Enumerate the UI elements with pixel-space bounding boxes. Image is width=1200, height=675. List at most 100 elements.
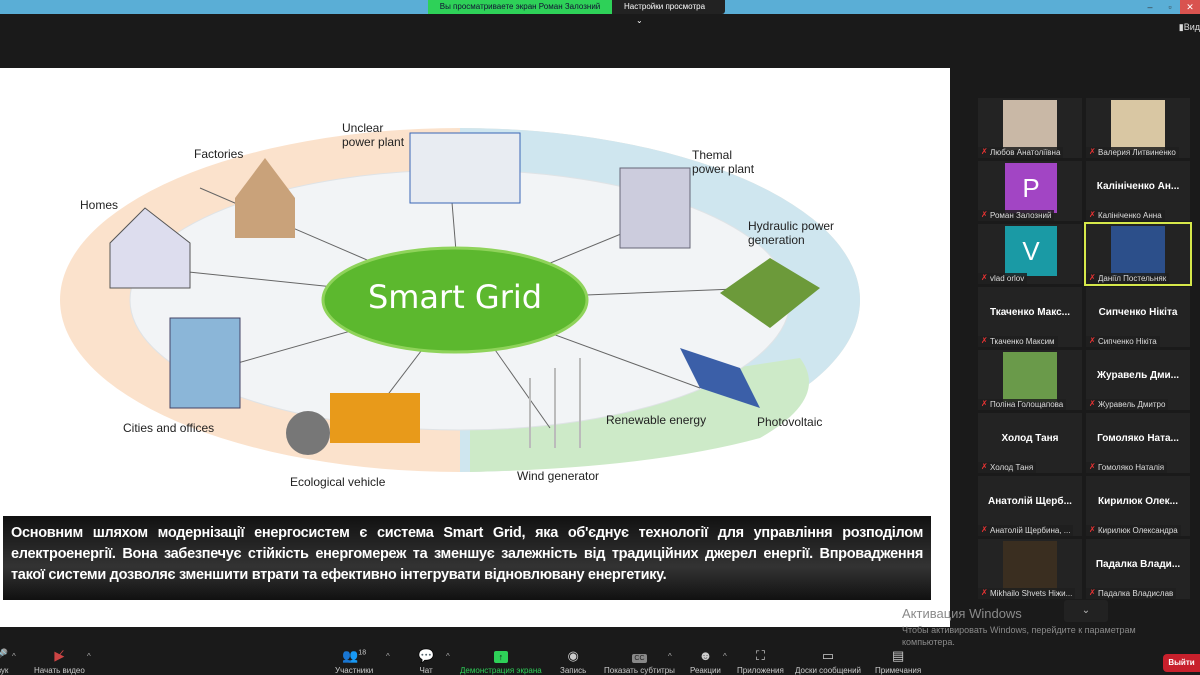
whiteboards-button[interactable]: ▭ Доски сообщений — [795, 648, 861, 675]
participant-display-name: Гомоляко Ната... — [1097, 433, 1179, 444]
muted-mic-icon: ✗ — [1089, 525, 1096, 534]
participant-tile[interactable]: Поліна Голощапова✗ — [978, 350, 1082, 410]
apps-label: Приложения — [737, 666, 784, 675]
participant-display-name: Анатолій Щерб... — [988, 496, 1072, 507]
muted-mic-icon: ✗ — [981, 525, 988, 534]
label-nuclear: Unclear power plant — [342, 121, 405, 149]
thermal-plant-illustration — [619, 167, 691, 249]
participant-tile[interactable]: Журавель Дми... Журавель Дмитро✗ — [1086, 350, 1190, 410]
muted-mic-icon: ✗ — [981, 147, 988, 156]
participant-tile[interactable]: Валерия Литвиненко✗ — [1086, 98, 1190, 158]
reactions-options-caret[interactable]: ^ — [723, 652, 727, 661]
captions-options-caret[interactable]: ^ — [668, 652, 672, 661]
participant-tile[interactable]: Калініченко Ан...Калініченко Анна✗ — [1086, 161, 1190, 221]
captions-label: Показать субтитры — [604, 666, 675, 675]
participant-video — [1003, 541, 1057, 591]
whiteboard-icon: ▭ — [821, 648, 835, 663]
participant-name: Анатолій Щербина, ... — [978, 525, 1074, 536]
chevron-down-icon: ⌄ — [636, 16, 643, 25]
record-label: Запись — [560, 666, 587, 675]
slide-caption: Основним шляхом модернізації енергосисте… — [3, 516, 931, 600]
video-off-icon: ▶̸ — [54, 648, 65, 663]
participants-icon: 👥18 — [342, 648, 367, 663]
video-options-caret[interactable]: ^ — [87, 652, 91, 661]
participant-name: Кирилюк Олександра — [1086, 525, 1181, 536]
participant-tile[interactable]: Падалка Влади...Падалка Владислав✗ — [1086, 539, 1190, 599]
shared-screen-slide: Smart Grid Homes Factories Unclear power… — [0, 68, 950, 627]
chat-button[interactable]: 💬Чат — [418, 648, 434, 675]
start-video-button[interactable]: ▶̸Начать видео — [34, 648, 85, 675]
gear-illustration — [286, 411, 330, 455]
participant-tile[interactable]: Даніїл Постельняк✗ — [1084, 222, 1192, 286]
minimize-button[interactable]: – — [1147, 2, 1153, 12]
participant-display-name: Кирилюк Олек... — [1098, 496, 1178, 507]
apps-button[interactable]: ⛶ Приложения — [737, 648, 784, 675]
participant-tile[interactable]: Mikhailo Shvets Ніжи...✗ — [978, 539, 1082, 599]
label-ecological: Ecological vehicle — [290, 475, 386, 489]
maximize-button[interactable]: ▫ — [1168, 2, 1172, 12]
participant-video — [1111, 226, 1165, 276]
reactions-button[interactable]: ☻Реакции — [690, 648, 721, 675]
participant-display-name: Холод Таня — [1001, 433, 1059, 444]
notes-label: Примечания — [875, 666, 922, 675]
participants-options-caret[interactable]: ^ — [386, 652, 390, 661]
participant-display-name: Ткаченко Макс... — [990, 307, 1070, 318]
participant-name: Журавель Дмитро — [1086, 399, 1169, 410]
participant-name: Сипченко Нікіта — [1086, 336, 1160, 347]
participant-tile[interactable]: Кирилюк Олек... Кирилюк Олександра✗ — [1086, 476, 1190, 536]
muted-mic-icon: ✗ — [1089, 399, 1096, 408]
avatar: V — [1005, 226, 1057, 276]
participant-display-name: Сипченко Нікіта — [1098, 307, 1178, 318]
participant-video — [1003, 100, 1057, 150]
leave-button[interactable]: Выйти — [1163, 654, 1200, 672]
view-settings-button[interactable]: Настройки просмотра ⌄ — [612, 0, 725, 25]
notes-button[interactable]: ▤Примечания — [875, 648, 921, 675]
record-button[interactable]: ◉Запись — [560, 648, 586, 675]
participant-display-name: Падалка Влади... — [1095, 559, 1181, 570]
participant-name: Ткаченко Максим — [978, 336, 1058, 347]
participant-name: Падалка Владислав — [1086, 588, 1177, 599]
muted-mic-icon: ✗ — [981, 273, 988, 282]
apps-icon: ⛶ — [755, 648, 765, 663]
muted-mic-icon: ✗ — [1089, 273, 1096, 282]
muted-mic-icon: ✗ — [981, 588, 988, 597]
participant-name: Даніїл Постельняк — [1086, 273, 1170, 284]
truck-illustration — [330, 393, 420, 443]
close-button[interactable]: ✕ — [1180, 0, 1200, 14]
office-illustration — [169, 317, 241, 409]
hydraulic-illustration — [720, 258, 820, 328]
view-button[interactable]: ▮Вид — [1179, 22, 1200, 33]
factory-illustration — [235, 158, 295, 238]
home-illustration — [109, 207, 191, 289]
audio-button[interactable]: 🎤Звук — [0, 648, 8, 675]
label-wind: Wind generator — [517, 469, 600, 483]
collapse-gallery-button[interactable]: ⌄ — [1064, 600, 1108, 622]
participant-tile[interactable]: Гомоляко Ната...Гомоляко Наталія✗ — [1086, 413, 1190, 473]
audio-options-caret[interactable]: ^ — [12, 652, 16, 661]
muted-mic-icon: ✗ — [981, 336, 988, 345]
participant-tile[interactable]: Анатолій Щерб... Анатолій Щербина, ...✗ — [978, 476, 1082, 536]
participant-display-name: Журавель Дми... — [1097, 370, 1179, 381]
avatar: P — [1005, 163, 1057, 213]
label-hydraulic: Hydraulic power generation — [748, 219, 835, 247]
label-thermal: Themal power plant — [692, 148, 755, 176]
muted-mic-icon: ✗ — [1089, 336, 1096, 345]
participant-tile[interactable]: Ткаченко Макс... Ткаченко Максим✗ — [978, 287, 1082, 347]
participant-name: Гомоляко Наталія — [1086, 462, 1168, 473]
participant-tile[interactable]: Любов Анатоліївна✗ — [978, 98, 1082, 158]
participants-count: 18 — [358, 649, 367, 657]
emoji-icon: ☻ — [698, 648, 713, 663]
whiteboards-label: Доски сообщений — [795, 666, 862, 675]
share-screen-button[interactable]: ↑Демонстрация экрана — [460, 648, 542, 675]
participant-name: Поліна Голощапова — [978, 399, 1067, 410]
participant-name: Калініченко Анна — [1086, 210, 1165, 221]
chat-options-caret[interactable]: ^ — [446, 652, 450, 661]
label-renewable: Renewable energy — [606, 413, 707, 427]
view-button-label: Вид — [1183, 22, 1200, 32]
